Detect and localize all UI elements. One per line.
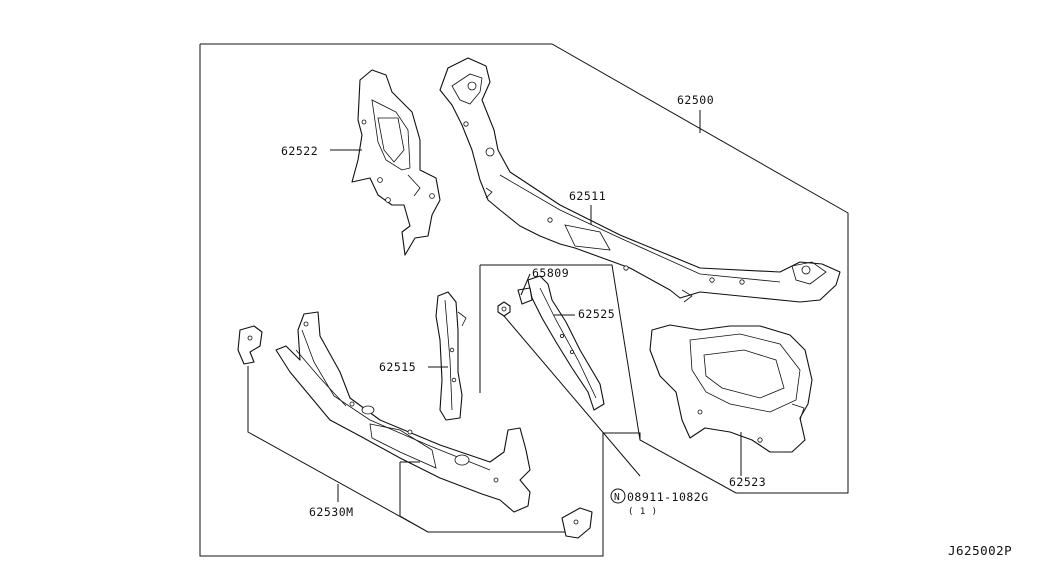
fastener-callout: N 08911-1082G ( 1 ) [610,488,709,517]
fastener-code: 08911-1082G [627,490,709,504]
label-62530m: 62530M [309,505,354,519]
label-62511: 62511 [569,189,606,203]
label-62525: 62525 [578,307,615,321]
fastener-qty: ( 1 ) [628,507,658,517]
label-62523: 62523 [729,475,766,489]
label-62515: 62515 [379,360,416,374]
part-62515 [435,291,467,421]
leader-lines [330,110,742,533]
label-65809: 65809 [532,266,569,280]
part-62523 [649,324,813,453]
diagram-code: J625002P [948,543,1012,558]
part-62511 [439,57,841,303]
part-62525 [527,275,605,411]
label-62500: 62500 [677,93,714,107]
label-62522: 62522 [281,144,318,158]
part-62522 [351,69,441,256]
subgroup-box-62525 [480,264,641,441]
part-65809 [497,287,533,317]
fastener-symbol: N [614,492,620,503]
subgroup-box-62530m [247,366,570,533]
part-62530m [237,311,593,539]
fastener-symbol-circle [610,488,626,504]
